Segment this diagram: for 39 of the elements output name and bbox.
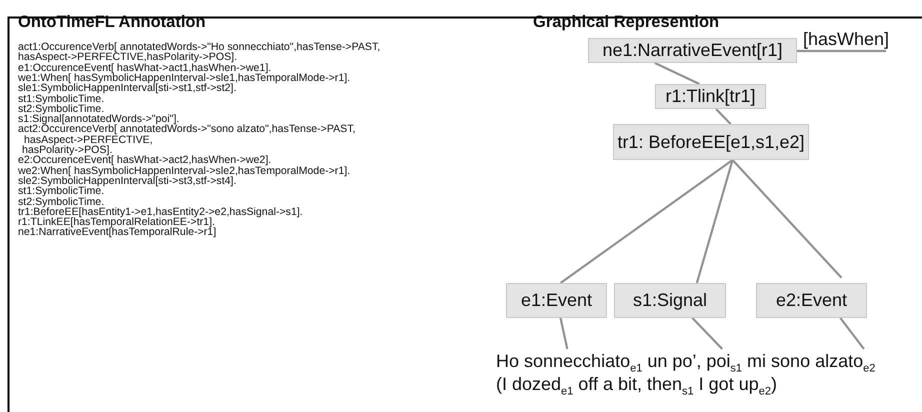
panel-heading: OntoTimeFL Annotation <box>18 13 206 32</box>
annotation-line: act2:OccurenceVerb[ annotatedWords->"sono alzato",hasTense->PAST, <box>18 123 356 136</box>
connector-line <box>797 50 886 52</box>
annotation-line: st1:SymbolicTime. <box>18 185 104 198</box>
annotation-line: ne1:NarrativeEvent[hasTemporalRule->r1] <box>18 226 216 238</box>
translation-sentence: (I dozed$_{e1}$ off a bit, then$_{s1}$ I got up$_{e2}$) <box>496 374 777 398</box>
concept-box: tr1: BeforeEE[e1,s1,e2] <box>613 124 809 160</box>
annotation-line: st1:SymbolicTime. <box>18 92 104 104</box>
panel-heading: Graphical Represention <box>533 13 720 32</box>
annotation-line: hasAspect->PERFECTIVE,hasPolarity->POS]. <box>18 51 238 64</box>
annotation-line: st2:SymbolicTime. <box>18 196 104 208</box>
connector-line <box>839 317 865 350</box>
relation-label: [hasWhen] <box>806 27 886 51</box>
annotation-line: sle1:SymbolicHappenInterval[sti->st1,stf->st2]. <box>18 82 236 94</box>
concept-box: e1:Event <box>506 283 607 318</box>
concept-box: r1:Tlink[tr1] <box>655 84 766 109</box>
annotation-line: hasAspect->PERFECTIVE, <box>24 134 153 146</box>
annotation-line: we1:When[ hasSymbolicHappenInterval->sle1,hasTemporalMode->r1]. <box>18 72 350 84</box>
connector-line <box>692 317 723 350</box>
annotation-line: st2:SymbolicTime. <box>18 102 104 115</box>
annotation-line: we2:When[ hasSymbolicHappenInterval->sle2,hasTemporalMode->r1]. <box>18 164 350 177</box>
annotation-line: sle2:SymbolicHappenInterval[sti->st3,stf->st4]. <box>18 174 236 187</box>
annotation-line: tr1:BeforeEE[hasEntity1->e1,hasEntity2->e2,hasSignal->s1]. <box>18 206 303 218</box>
annotation-line: e2:OccurenceEvent[ hasWhat->act2,hasWhen->we2]. <box>18 154 272 166</box>
connector-line <box>696 160 734 284</box>
connector-line <box>715 108 732 125</box>
example-sentence: Ho sonnecchiato$_{e1}$ un po’, poi$_{s1}$ mi sono alzato$_{e2}$ <box>496 349 908 373</box>
concept-box: s1:Signal <box>614 283 726 318</box>
annotation-line: s1:Signal[annotatedWords->"poi"]. <box>18 113 180 126</box>
connector-line <box>732 159 842 278</box>
connector-line <box>560 159 734 284</box>
annotation-line: e1:OccurenceEvent[ hasWhat->act1,hasWhen->we1]. <box>18 62 272 74</box>
annotation-line: hasPolarity->POS]. <box>22 144 112 156</box>
concept-box: ne1:NarrativeEvent[r1] <box>588 38 797 63</box>
concept-box: e2:Event <box>756 283 867 318</box>
annotation-line: r1:TLinkEE[hasTemporalRelationEE->tr1]. <box>18 216 215 228</box>
connector-line <box>654 62 700 85</box>
connector-line <box>559 318 568 350</box>
annotation-line: act1:OccurenceVerb[ annotatedWords->"Ho sonnecchiato",hasTense->PAST, <box>18 41 380 53</box>
